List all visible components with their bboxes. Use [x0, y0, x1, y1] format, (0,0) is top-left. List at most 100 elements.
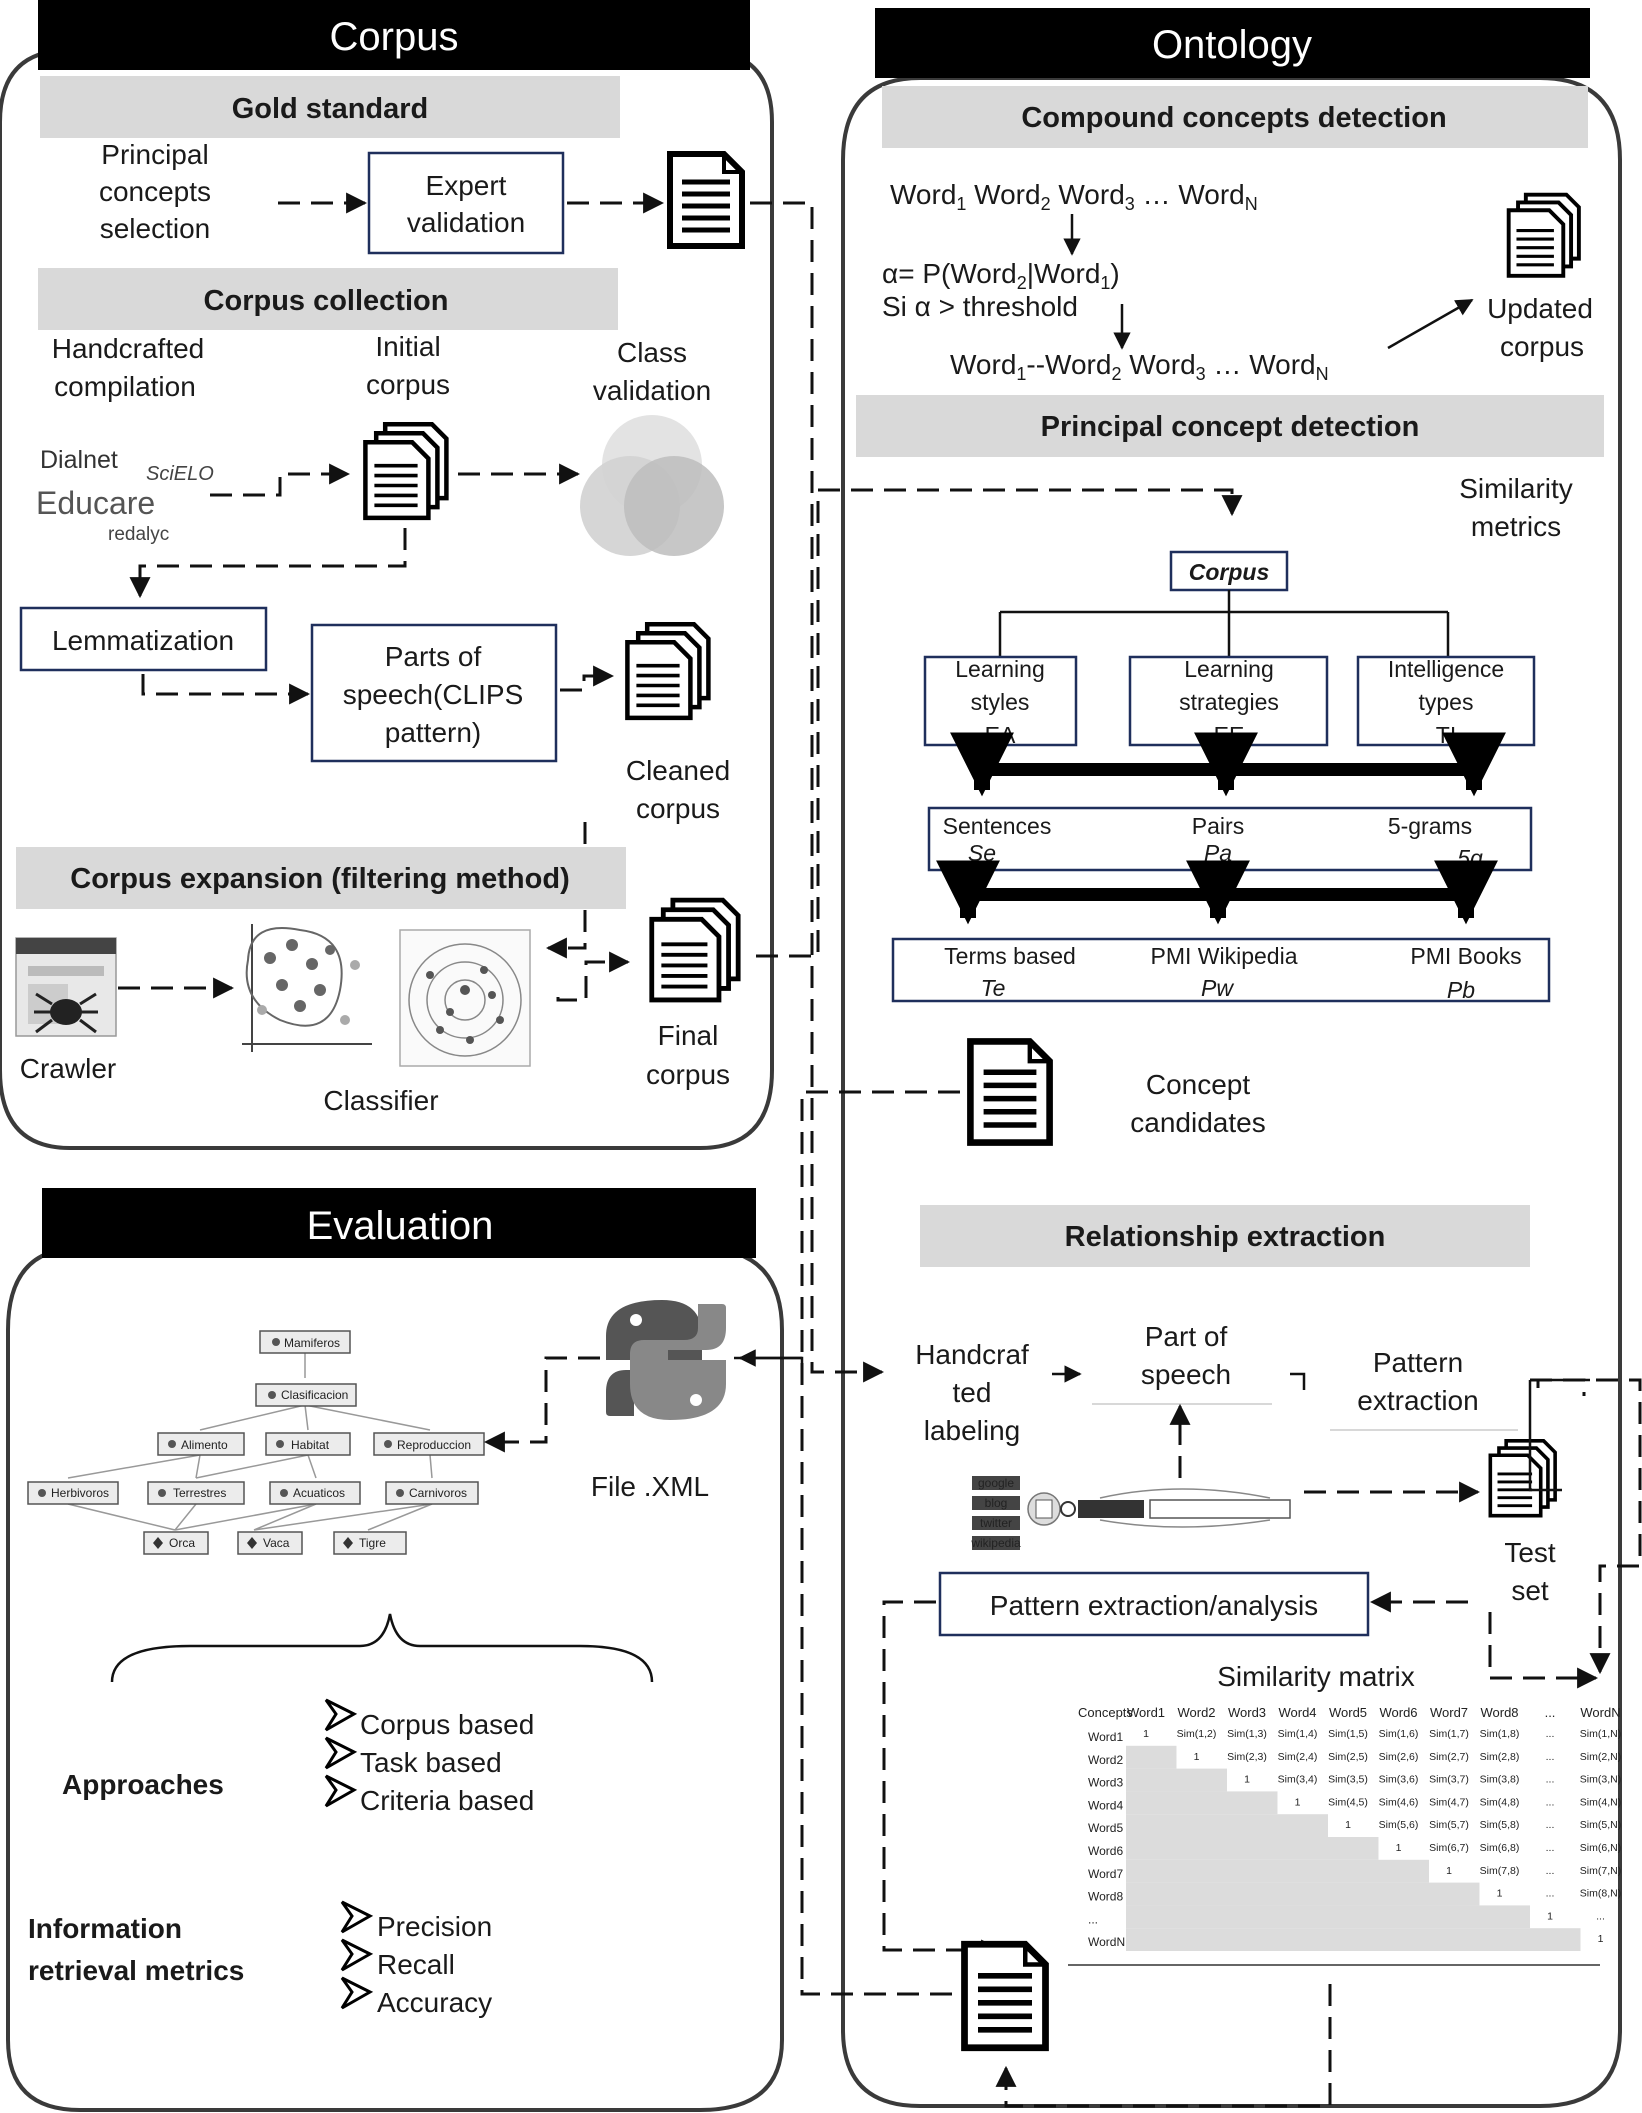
matrix-cell: ...: [1546, 1842, 1555, 1854]
metric-pmi-books-label: PMI Books: [1410, 943, 1521, 969]
approach-markers: [324, 1698, 358, 1808]
arrow-lemmatization-to-pos: [141, 674, 311, 705]
matrix-shade: [1126, 1814, 1328, 1837]
ir-metric-markers: [340, 1900, 374, 2010]
arrow-initial-to-lemmatization: [129, 528, 407, 599]
ir-metric-recall: Recall: [377, 1949, 455, 1980]
matrix-shade: [1126, 1882, 1480, 1906]
output-document-icon: [965, 1944, 1046, 2048]
matrix-cell: Sim(3,4): [1278, 1774, 1318, 1786]
crawler-label: Crawler: [20, 1053, 116, 1084]
ir-metric-accuracy: Accuracy: [377, 1987, 492, 2018]
threshold-condition: Si α > threshold: [882, 291, 1078, 322]
matrix-shade: [1126, 1928, 1581, 1951]
matrix-col-header: ...: [1545, 1705, 1556, 1720]
matrix-shade: [1126, 1768, 1227, 1792]
pattern-tick: [1530, 1378, 1586, 1396]
matrix-row-header: Word7: [1088, 1867, 1123, 1881]
ir-metrics-label-2: retrieval metrics: [28, 1955, 244, 1986]
test-set-stack-icon: [1488, 1438, 1558, 1518]
pattern-pipeline-graphic: google blog twitter wikipedia: [970, 1476, 1291, 1550]
handcrafted-compilation-label-2: compilation: [54, 371, 196, 402]
matrix-row-header: Word1: [1088, 1730, 1123, 1744]
metrics-box: [891, 937, 1551, 1003]
corpus-root-box: [1169, 550, 1289, 592]
matrix-cell: Sim(5,6): [1379, 1819, 1419, 1831]
similarity-metrics-label-1: Similarity: [1459, 473, 1573, 504]
metric-pmi-books-abbr: Pb: [1447, 977, 1475, 1003]
matrix-cell: 1: [1194, 1751, 1200, 1763]
matrix-cell: 1: [1598, 1933, 1604, 1945]
approaches-label: Approaches: [62, 1769, 224, 1800]
tree-root: Mamiferos: [284, 1336, 340, 1350]
matrix-col-header: Word8: [1480, 1705, 1518, 1720]
corpus-expansion-band: [16, 847, 626, 909]
pos-clips-box: [310, 623, 558, 763]
metric-terms-label: Terms based: [944, 943, 1076, 969]
evaluation-title: Evaluation: [307, 1204, 494, 1248]
pos-bracket: [1290, 1372, 1306, 1390]
word-sequence-formula: Word1 Word2 Word3 … WordN: [890, 179, 1258, 214]
matrix-cell: Sim(4,7): [1429, 1796, 1469, 1808]
handcrafted-labeling-label-2: ted: [953, 1377, 992, 1408]
concept-candidates-label-2: candidates: [1130, 1107, 1265, 1138]
unit-5grams-label: 5-grams: [1388, 813, 1472, 839]
matrix-cell: Sim(3,N): [1580, 1774, 1621, 1786]
corpus-collection-band: [38, 268, 618, 330]
expert-validation-label-1: Expert: [426, 170, 507, 201]
matrix-row-header: Word3: [1088, 1776, 1123, 1790]
matrix-cell: Sim(1,6): [1379, 1728, 1419, 1740]
principal-concepts-label-2: concepts: [99, 176, 211, 207]
final-corpus-label-1: Final: [658, 1020, 719, 1051]
matrix-col-header: Word1: [1127, 1705, 1165, 1720]
ontology-tree-graphic: Mamiferos Clasificacion Alimento Habitat…: [27, 1330, 485, 1555]
matrix-cell: Sim(3,8): [1480, 1774, 1520, 1786]
scielo-logo: SciELO: [146, 463, 214, 485]
compound-concepts-title: Compound concepts detection: [1021, 102, 1446, 134]
tree-orca: Orca: [169, 1536, 195, 1550]
source-wikipedia: wikipedia: [970, 1536, 1021, 1550]
gold-standard-document-icon: [670, 154, 742, 246]
unit-pairs-label: Pairs: [1192, 813, 1244, 839]
principal-concept-band: [856, 395, 1604, 457]
category-ea-label-2: styles: [971, 689, 1030, 715]
matrix-cell: ...: [1546, 1888, 1555, 1900]
arrow-test-to-matrix: [1488, 1612, 1599, 1689]
evaluation-panel: [6, 1246, 784, 2112]
final-corpus-stack-icon: [652, 900, 738, 1000]
cleaned-corpus-stack-icon: [627, 624, 708, 718]
class-validation-venn-icon: [580, 415, 724, 556]
matrix-cell: Sim(7,8): [1480, 1865, 1520, 1877]
ir-metrics-label-1: Information: [28, 1913, 182, 1944]
corpus-panel: [0, 48, 774, 1150]
matrix-row-header: Word4: [1088, 1798, 1123, 1812]
matrix-cell: 1: [1143, 1728, 1149, 1740]
matrix-col-header: Word4: [1278, 1705, 1316, 1720]
compound-word-formula: Word1--Word2 Word3 … WordN: [950, 349, 1329, 384]
thick-arrows-units-to-metrics: [936, 860, 1498, 925]
ontology-header: [875, 8, 1590, 78]
cleaned-corpus-label-2: corpus: [636, 793, 720, 824]
matrix-cell: Sim(1,4): [1278, 1728, 1318, 1740]
arrow-pos-to-cleaned: [560, 665, 615, 692]
class-validation-label-2: validation: [593, 375, 711, 406]
principal-concepts-label-3: selection: [100, 213, 211, 244]
compound-concepts-band: [882, 86, 1588, 148]
arrow-to-updated-corpus: [1387, 298, 1474, 350]
matrix-cell: ...: [1546, 1728, 1555, 1740]
matrix-row-header: Word5: [1088, 1821, 1123, 1835]
thick-arrows-categories-to-units: [950, 732, 1506, 797]
matrix-cell: Sim(5,7): [1429, 1819, 1469, 1831]
matrix-cell: ...: [1596, 1910, 1605, 1922]
relationship-extraction-title: Relationship extraction: [1065, 1221, 1386, 1253]
corpus-tree-connectors: [998, 590, 1450, 657]
journal-logos: Dialnet SciELO Educare redalyc: [36, 446, 214, 545]
python-logo-icon: [606, 1300, 726, 1420]
classifier-scatter-icon: [242, 924, 372, 1052]
corpus-header: [38, 0, 750, 70]
matrix-shade: [1126, 1837, 1379, 1860]
test-set-label-1: Test: [1504, 1537, 1556, 1568]
arrow-cleaned-to-classifier: [548, 822, 587, 948]
arrow-analysis-to-output: [882, 1600, 1003, 1961]
